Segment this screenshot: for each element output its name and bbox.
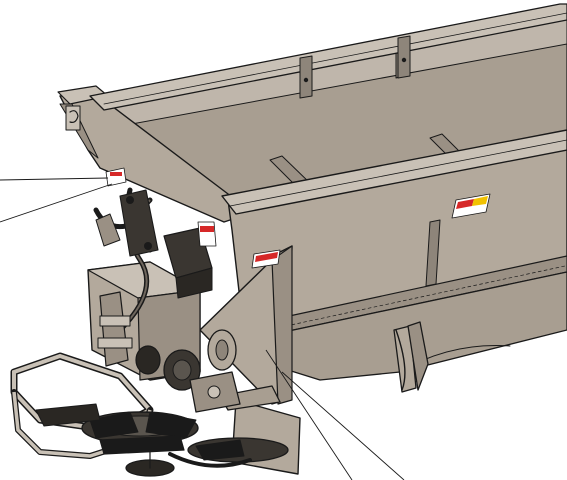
callout-left-2 bbox=[0, 183, 113, 223]
decal-front-wall bbox=[451, 193, 491, 219]
callout-bottom-1 bbox=[265, 349, 353, 480]
side-wall-details bbox=[95, 189, 159, 257]
callout-left-1 bbox=[0, 177, 109, 181]
callout-leaders bbox=[0, 177, 405, 480]
spinner-chute-frame bbox=[199, 245, 301, 475]
drive-assembly bbox=[87, 187, 241, 413]
spinner-disc bbox=[35, 403, 289, 477]
callout-bottom-2 bbox=[281, 371, 405, 480]
decal-lower-left bbox=[197, 221, 217, 247]
rear-hitch-bracket bbox=[393, 321, 429, 393]
hopper-top-rail-back bbox=[89, 3, 567, 111]
decal-chute-top bbox=[251, 249, 281, 269]
decal-left-side bbox=[105, 167, 127, 187]
